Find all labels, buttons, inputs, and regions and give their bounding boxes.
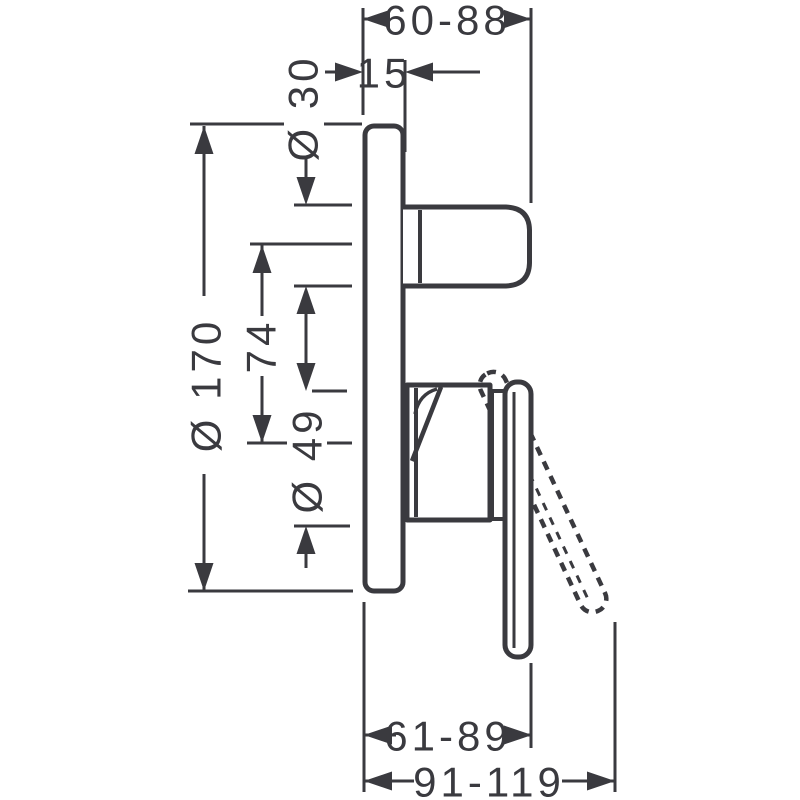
dim-label-plate-diameter: Ø 170 [183, 318, 230, 452]
dim-label-plate-depth: 15 [357, 50, 412, 97]
handle-lever [502, 379, 534, 660]
dim-label-top-width: 60-88 [383, 0, 510, 44]
label-backgrounds [186, 1, 562, 799]
dimension-arrows [194, 9, 615, 791]
hub-cone-edge [409, 386, 444, 462]
dim-label-bottom-depth: 61-89 [384, 713, 511, 760]
handle-hub [404, 382, 493, 523]
extension-lines [188, 8, 617, 792]
dim-label-sleeve-diameter: Ø 30 [280, 54, 327, 161]
mixer-fixture [362, 123, 609, 660]
dim-label-hub-diameter: Ø 49 [284, 406, 331, 513]
dimension-annotations [186, 1, 617, 799]
dim-label-bottom-total: 91-119 [413, 759, 565, 800]
dim-label-axis-distance: 74 [238, 319, 285, 374]
dimension-labels: 60-88 15 Ø 30 Ø 170 74 Ø 49 61-89 91-119 [183, 0, 565, 800]
spout-sleeve [403, 204, 532, 289]
hub-cone-fillet [413, 387, 438, 415]
escutcheon-plate [362, 123, 406, 594]
